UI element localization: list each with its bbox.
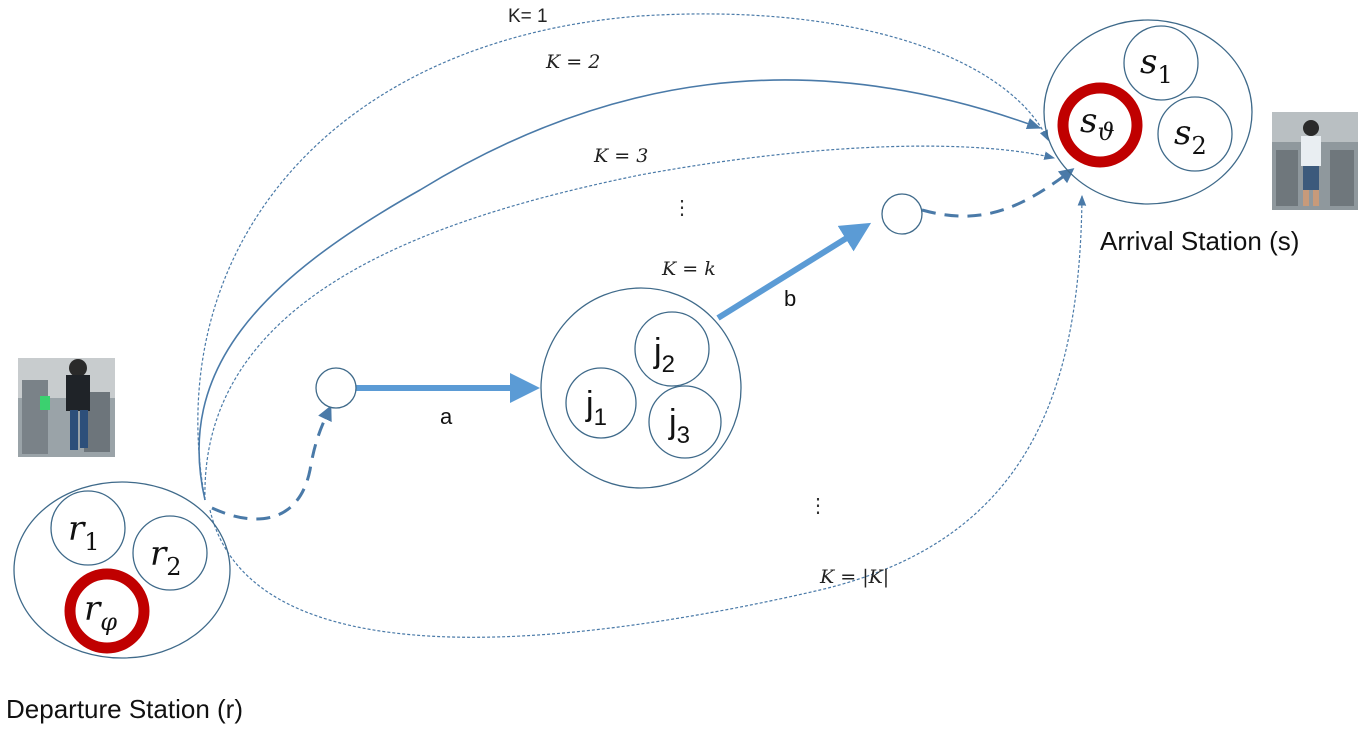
departure-node-rphi-sub: φ xyxy=(100,608,117,636)
transfer-node-j2-sub: 2 xyxy=(662,351,675,378)
transfer-node-j1-sub: 1 xyxy=(594,404,607,431)
arrival-node-s1-base: s xyxy=(1140,42,1157,82)
arrival-node-s2 xyxy=(1157,96,1233,172)
arrival-node-stheta-base: s xyxy=(1080,101,1097,141)
arrival-station-label: Arrival Station (s) xyxy=(1100,226,1299,256)
arrival-station-circle xyxy=(1043,19,1253,205)
transfer-node-j3 xyxy=(648,385,722,459)
route-kmax-curve xyxy=(209,194,1087,638)
intermediate-node-end xyxy=(881,193,923,235)
departure-node-r2 xyxy=(132,515,208,591)
edge-b-arrow xyxy=(716,222,872,321)
transfer-station-circle xyxy=(540,287,742,489)
edge-a-label: a xyxy=(440,404,453,429)
departure-node-r2-sub: 2 xyxy=(166,553,181,581)
departure-node-r1-base: r xyxy=(68,509,86,549)
svg-text:r1: r1 xyxy=(68,509,100,556)
transfer-node-j1 xyxy=(565,367,637,439)
transfer-node-j3-base: j xyxy=(668,403,677,441)
departure-node-rphi-base: r xyxy=(84,589,102,629)
access-link-dashed xyxy=(211,405,332,521)
departure-station-circle xyxy=(13,481,231,659)
arrival-turnstile-photo xyxy=(1272,112,1358,210)
svg-text:j2: j2 xyxy=(653,332,675,378)
transfer-station: j2 j1 j3 xyxy=(540,287,742,489)
arrival-node-s1-sub: 1 xyxy=(1157,61,1172,89)
route-kmax-label: K = |K| xyxy=(819,566,889,588)
svg-text:s1: s1 xyxy=(1140,42,1173,89)
route-k1-curve xyxy=(197,13,1049,501)
svg-text:sϑ: sϑ xyxy=(1080,101,1115,146)
departure-node-r2-base: r xyxy=(150,534,168,574)
transfer-node-j3-sub: 3 xyxy=(677,422,690,449)
arrival-node-stheta-highlight xyxy=(1057,82,1143,168)
departure-node-rphi-highlight xyxy=(64,568,150,654)
route-k1-label: K= 1 xyxy=(508,6,548,27)
arrival-node-s2-base: s xyxy=(1174,113,1191,153)
svg-text:j1: j1 xyxy=(585,385,607,431)
route-ellipsis-lower: ⋮ xyxy=(808,493,828,517)
svg-text:r2: r2 xyxy=(150,534,182,581)
route-k2-curve xyxy=(198,79,1042,501)
svg-text:s2: s2 xyxy=(1174,113,1207,160)
route-k3-curve xyxy=(204,145,1056,501)
transfer-node-j2 xyxy=(634,311,710,387)
arrival-node-stheta-sub: ϑ xyxy=(1097,118,1114,146)
arrival-node-s1 xyxy=(1123,25,1199,101)
departure-node-r1 xyxy=(50,490,126,566)
route-k3-label: K = 3 xyxy=(593,145,648,167)
departure-station: r1 r2 rφ xyxy=(13,481,231,659)
transfer-node-j2-base: j xyxy=(653,332,662,370)
departure-turnstile-photo xyxy=(18,358,115,457)
svg-text:j3: j3 xyxy=(668,403,690,449)
route-curves xyxy=(197,13,1087,638)
intermediate-node-start xyxy=(315,367,357,409)
departure-node-r1-sub: 1 xyxy=(84,528,99,556)
departure-station-label: Departure Station (r) xyxy=(6,694,243,724)
egress-link-dashed xyxy=(921,168,1075,218)
route-ellipsis-upper: ⋮ xyxy=(672,195,692,219)
arrival-station: s1 sϑ s2 xyxy=(1043,19,1253,205)
route-kk-label: K = k xyxy=(661,258,716,280)
svg-text:rφ: rφ xyxy=(84,589,117,636)
route-k2-label: K = 2 xyxy=(545,51,600,73)
transfer-node-j1-base: j xyxy=(585,385,594,423)
arrival-node-s2-sub: 2 xyxy=(1191,132,1206,160)
edge-b-label: b xyxy=(784,286,796,311)
